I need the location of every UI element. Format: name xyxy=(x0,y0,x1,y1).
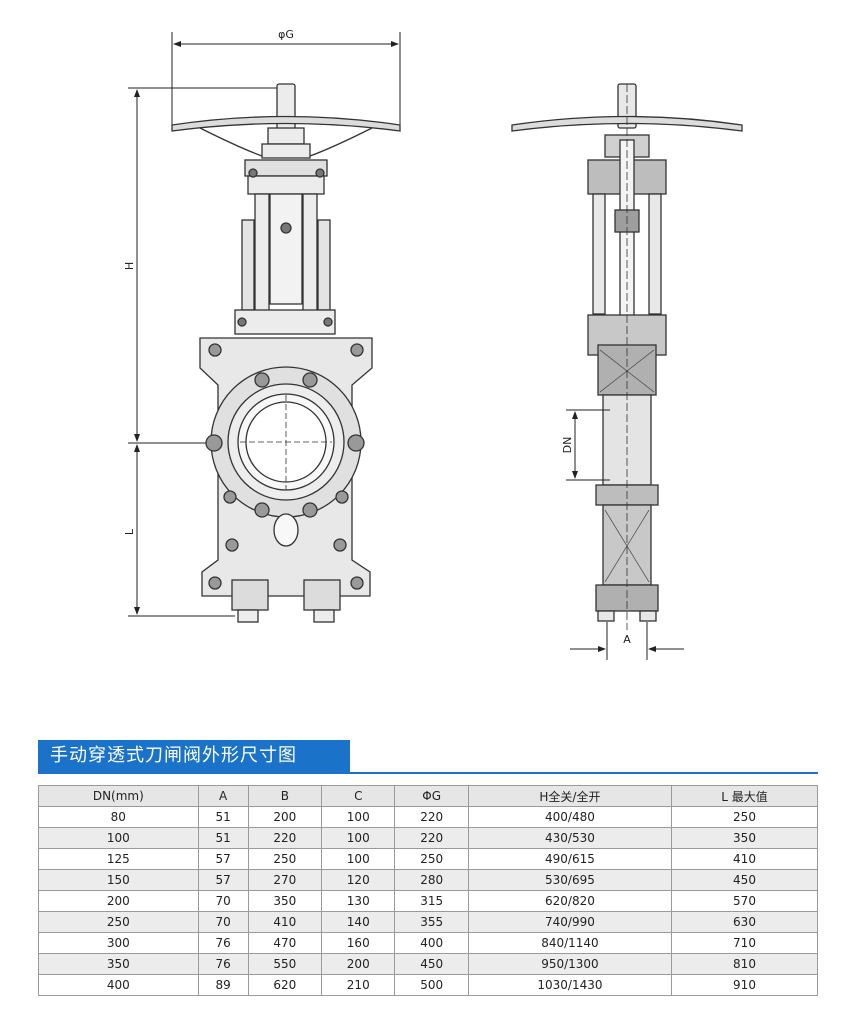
table-cell: 200 xyxy=(247,806,323,828)
dimension-table: DN(mm) A B C ΦG H全关/全开 L 最大值 80 51 200 1… xyxy=(38,785,818,996)
table-cell: 355 xyxy=(394,911,469,933)
table-cell: 840/1140 xyxy=(467,932,673,954)
table-cell: 210 xyxy=(321,974,396,996)
table-row: 80 51 200 100 220 400/480 250 xyxy=(38,806,818,828)
table-cell: 70 xyxy=(197,911,249,933)
dim-g-label: φG xyxy=(278,28,294,41)
dim-h-line xyxy=(128,87,290,444)
side-view: DN A xyxy=(511,83,743,660)
table-cell: 710 xyxy=(671,932,818,954)
table-cell: 570 xyxy=(671,890,818,912)
table-cell: 160 xyxy=(321,932,396,954)
col-dn: DN(mm) xyxy=(38,785,199,807)
table-cell: 500 xyxy=(394,974,469,996)
table-cell: 250 xyxy=(394,848,469,870)
table-cell: 100 xyxy=(38,827,199,849)
table-cell: 1030/1430 xyxy=(467,974,673,996)
table-row: 400 89 620 210 500 1030/1430 910 xyxy=(38,974,818,996)
col-c: C xyxy=(321,785,396,807)
table-cell: 140 xyxy=(321,911,396,933)
table-cell: 470 xyxy=(247,932,323,954)
table-cell: 100 xyxy=(321,848,396,870)
table-cell: 350 xyxy=(38,953,199,975)
table-cell: 51 xyxy=(197,806,249,828)
table-cell: 740/990 xyxy=(467,911,673,933)
table-cell: 490/615 xyxy=(467,848,673,870)
table-cell: 280 xyxy=(394,869,469,891)
table-cell: 89 xyxy=(197,974,249,996)
table-cell: 51 xyxy=(197,827,249,849)
table-cell: 400 xyxy=(38,974,199,996)
table-cell: 410 xyxy=(247,911,323,933)
table-cell: 450 xyxy=(671,869,818,891)
table-cell: 270 xyxy=(247,869,323,891)
table-cell: 810 xyxy=(671,953,818,975)
table-row: 150 57 270 120 280 530/695 450 xyxy=(38,869,818,891)
table-cell: 100 xyxy=(321,806,396,828)
table-cell: 200 xyxy=(38,890,199,912)
table-cell: 130 xyxy=(321,890,396,912)
table-cell: 76 xyxy=(197,953,249,975)
table-cell: 430/530 xyxy=(467,827,673,849)
table-cell: 250 xyxy=(38,911,199,933)
table-cell: 80 xyxy=(38,806,199,828)
table-cell: 300 xyxy=(38,932,199,954)
table-cell: 57 xyxy=(197,848,249,870)
table-cell: 350 xyxy=(671,827,818,849)
table-row: 300 76 470 160 400 840/1140 710 xyxy=(38,932,818,954)
table-cell: 910 xyxy=(671,974,818,996)
table-cell: 125 xyxy=(38,848,199,870)
table-cell: 250 xyxy=(671,806,818,828)
table-cell: 350 xyxy=(247,890,323,912)
table-cell: 57 xyxy=(197,869,249,891)
table-cell: 550 xyxy=(247,953,323,975)
table-cell: 400 xyxy=(394,932,469,954)
table-cell: 620/820 xyxy=(467,890,673,912)
table-cell: 620 xyxy=(247,974,323,996)
front-view: φG H L xyxy=(123,28,401,623)
dim-l-label: L xyxy=(123,528,136,535)
table-cell: 630 xyxy=(671,911,818,933)
table-cell: 120 xyxy=(321,869,396,891)
table-row: 100 51 220 100 220 430/530 350 xyxy=(38,827,818,849)
table-cell: 200 xyxy=(321,953,396,975)
table-cell: 410 xyxy=(671,848,818,870)
dim-a-label: A xyxy=(623,633,631,646)
col-h: H全关/全开 xyxy=(467,785,673,807)
table-cell: 220 xyxy=(247,827,323,849)
table-header-row: DN(mm) A B C ΦG H全关/全开 L 最大值 xyxy=(38,785,818,807)
col-a: A xyxy=(197,785,249,807)
dim-dn-label: DN xyxy=(561,437,574,454)
table-cell: 70 xyxy=(197,890,249,912)
table-cell: 450 xyxy=(394,953,469,975)
col-l: L 最大值 xyxy=(671,785,818,807)
col-g: ΦG xyxy=(394,785,469,807)
table-cell: 315 xyxy=(394,890,469,912)
dim-g-line xyxy=(171,32,401,125)
table-cell: 530/695 xyxy=(467,869,673,891)
page-title: 手动穿透式刀闸阀外形尺寸图 xyxy=(38,740,350,772)
table-row: 200 70 350 130 315 620/820 570 xyxy=(38,890,818,912)
table-cell: 100 xyxy=(321,827,396,849)
dim-l-line xyxy=(128,444,235,617)
table-cell: 150 xyxy=(38,869,199,891)
valve-drawing: φG H L xyxy=(123,28,743,660)
table-cell: 220 xyxy=(394,806,469,828)
table-cell: 250 xyxy=(247,848,323,870)
table-cell: 220 xyxy=(394,827,469,849)
table-row: 250 70 410 140 355 740/990 630 xyxy=(38,911,818,933)
table-row: 125 57 250 100 250 490/615 410 xyxy=(38,848,818,870)
col-b: B xyxy=(247,785,323,807)
dim-a-line xyxy=(570,622,684,660)
table-row: 350 76 550 200 450 950/1300 810 xyxy=(38,953,818,975)
table-cell: 950/1300 xyxy=(467,953,673,975)
dim-dn-line xyxy=(566,409,610,481)
title-underline xyxy=(38,772,818,774)
table-cell: 400/480 xyxy=(467,806,673,828)
dim-h-label: H xyxy=(123,262,136,270)
table-cell: 76 xyxy=(197,932,249,954)
